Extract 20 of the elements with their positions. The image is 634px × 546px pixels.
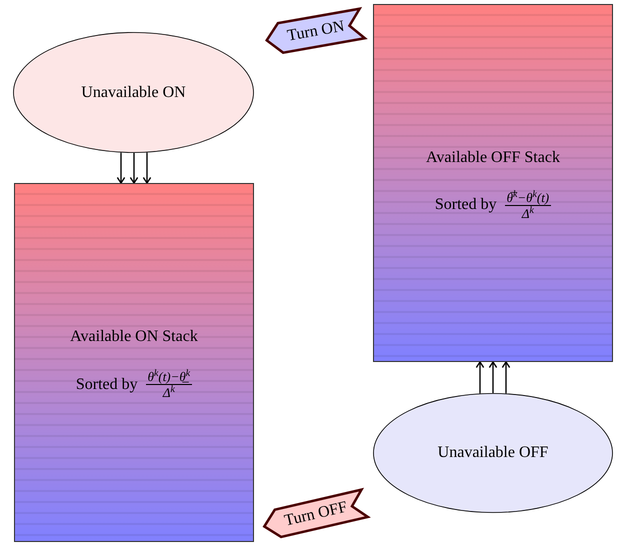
- state-label: Unavailable ON: [81, 82, 186, 102]
- arrow: [476, 361, 484, 394]
- stack-title: Available OFF Stack: [426, 148, 560, 168]
- sort-fraction: θ̅$^{k}$−θ$^{k}$(t) Δ$^{k}$: [504, 190, 552, 220]
- arrow: [502, 361, 510, 394]
- arrow: [142, 152, 152, 184]
- sort-fraction: θ$^{k}$(t)−θ̲$^{k}$ Δ$^{k}$: [146, 369, 192, 400]
- arrow: [130, 153, 138, 184]
- stack-box: [373, 4, 613, 362]
- sort-label: Sorted by: [434, 195, 497, 215]
- action-label: Turn OFF: [282, 498, 350, 532]
- arrow: [116, 152, 126, 184]
- arrow: [488, 361, 498, 393]
- action-label: Turn ON: [285, 16, 346, 47]
- stack-box: [14, 183, 254, 542]
- sort-label: Sorted by: [76, 374, 138, 394]
- state-ellipse: [373, 393, 613, 513]
- state-ellipse: [13, 32, 254, 153]
- stack-title: Available ON Stack: [70, 327, 198, 347]
- state-label: Unavailable OFF: [438, 443, 548, 463]
